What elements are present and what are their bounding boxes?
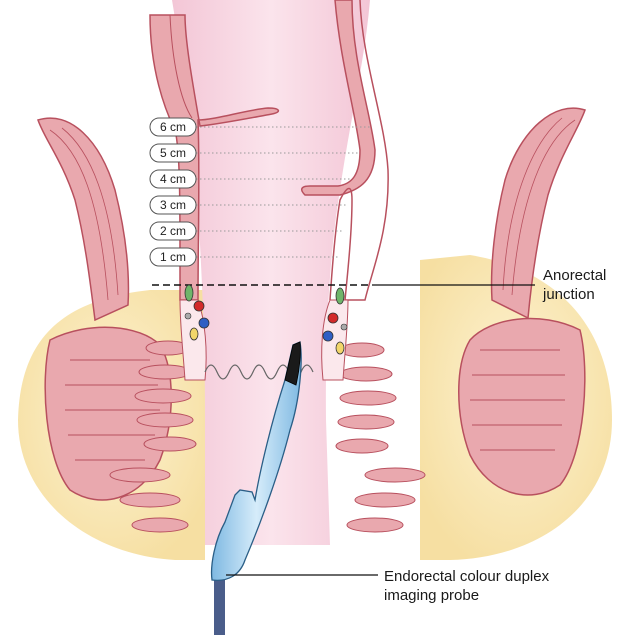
scale-3cm: 3 cm bbox=[150, 196, 196, 214]
external-sphincter-right bbox=[459, 319, 585, 495]
scale-1cm: 1 cm bbox=[150, 248, 196, 266]
svg-text:3 cm: 3 cm bbox=[160, 198, 186, 212]
anorectal-junction-label: Anorectal junction bbox=[543, 266, 606, 304]
scale-6cm: 6 cm bbox=[150, 118, 196, 136]
svg-text:2 cm: 2 cm bbox=[160, 224, 186, 238]
levator-ani-left bbox=[38, 118, 128, 320]
probe-label-line2: imaging probe bbox=[384, 586, 549, 605]
scale-4cm: 4 cm bbox=[150, 170, 196, 188]
svg-text:5 cm: 5 cm bbox=[160, 146, 186, 160]
svg-text:1 cm: 1 cm bbox=[160, 250, 186, 264]
probe-label: Endorectal colour duplex imaging probe bbox=[384, 567, 549, 605]
svg-text:6 cm: 6 cm bbox=[160, 120, 186, 134]
probe-label-line1: Endorectal colour duplex bbox=[384, 567, 549, 586]
scale-5cm: 5 cm bbox=[150, 144, 196, 162]
internal-sphincter-right bbox=[336, 343, 425, 532]
svg-text:4 cm: 4 cm bbox=[160, 172, 186, 186]
anorectal-label-line2: junction bbox=[543, 285, 606, 304]
scale-2cm: 2 cm bbox=[150, 222, 196, 240]
anorectal-label-line1: Anorectal bbox=[543, 266, 606, 285]
